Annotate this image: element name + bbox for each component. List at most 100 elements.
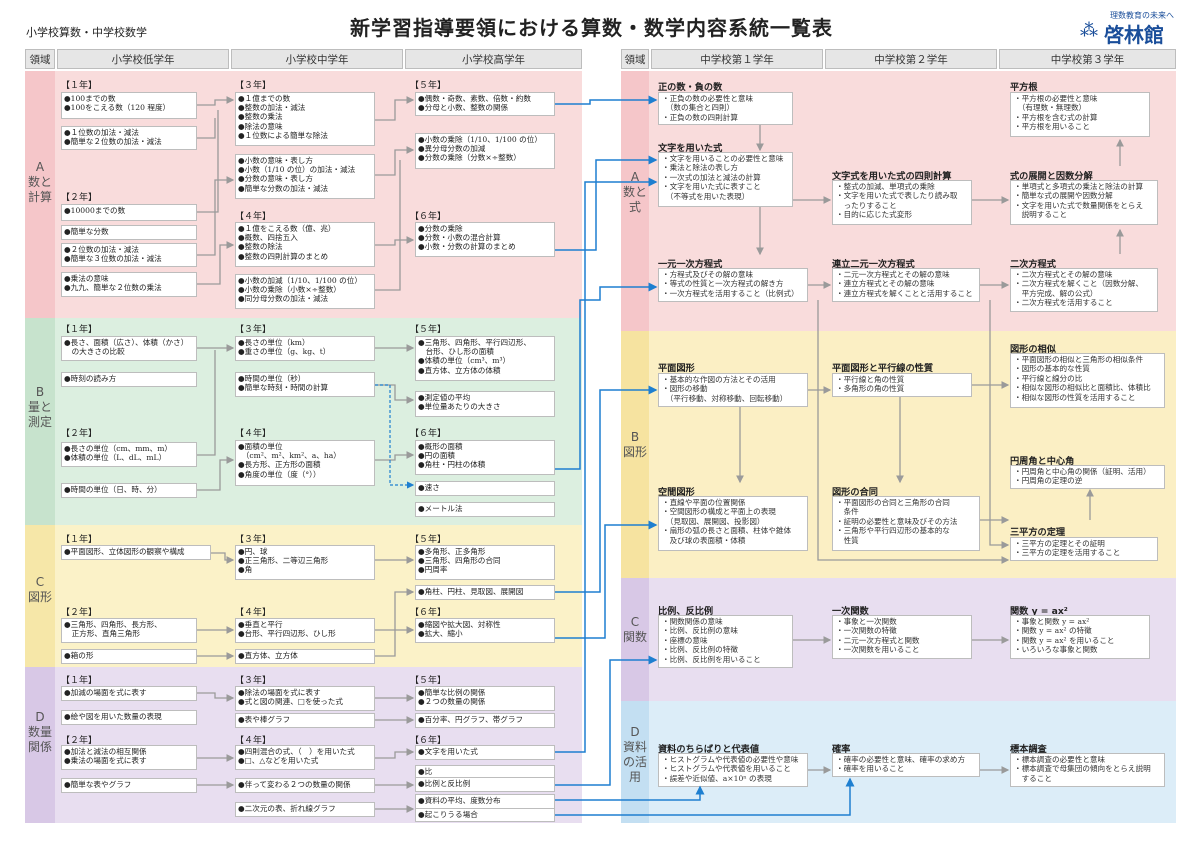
content-box: ●円、球 ●正三角形、二等辺三角形 ●角 [235, 545, 375, 580]
area-jc-label: C 関数 [622, 615, 647, 644]
jr-content: ・基本的な作図の方法とその活用 ・図形の移動 （平行移動、対称移動、回転移動） [658, 373, 808, 407]
area-d-label: D 数量関係 [27, 710, 52, 754]
grade-label: 【６年】 [410, 212, 447, 222]
content-box: ●長さの単位（cm、mm、m） ●体積の単位（L、dL、mL） [61, 442, 197, 467]
content-box: ●面積の単位 （cm²、m²、km²、a、ha） ●長方形、正方形の面積 ●角度… [235, 440, 375, 486]
dashed-connector [375, 384, 415, 489]
col-mid: 小学校中学年 [231, 49, 403, 69]
content-box: ●小数の意味・表し方 ●小数（1/10 の位）の加法・減法 ●分数の意味・表し方… [235, 154, 375, 199]
content-box: ●小数の乗除（1/10、1/100 の位） ●異分母分数の加減 ●分数の乗除（分… [415, 133, 555, 169]
grade-label: 【２年】 [61, 608, 98, 618]
grade-label: 【２年】 [61, 736, 98, 746]
content-box: ●10000までの数 [61, 204, 197, 221]
area-jd-label: D 資料の活用 [622, 725, 647, 784]
content-box: ●起こりうる場合 [415, 808, 555, 822]
grade-label: 【１年】 [61, 535, 98, 545]
content-box: ●直方体、立方体 [235, 649, 375, 664]
content-box: ●絵や図を用いた数量の表現 [61, 710, 197, 725]
strip-c [25, 525, 55, 667]
jr-content: ・平行線と角の性質 ・多角形の角の性質 [832, 373, 972, 397]
jr-heading: 関数 y = ax² [1010, 606, 1068, 617]
col-high: 小学校高学年 [405, 49, 582, 69]
jr-heading: 連立二元一次方程式 [832, 259, 915, 270]
brand-name: 啓林館 [1104, 23, 1164, 47]
jr-content: ・直線や平面の位置関係 ・空間図形の構成と平面上の表現 （見取図、展開図、投影図… [658, 496, 808, 551]
jr-content: ・ヒストグラムや代表値の必要性や意味 ・ヒストグラムや代表値を用いること ・誤差… [658, 753, 808, 787]
content-box: ●伴って変わる２つの数量の関係 [235, 778, 375, 793]
grade-label: 【４年】 [235, 429, 272, 439]
jr-heading: 確率 [832, 744, 851, 755]
jr-heading: 資料のちらばりと代表値 [658, 744, 760, 755]
content-box: ●箱の形 [61, 649, 197, 664]
grade-label: 【６年】 [410, 608, 447, 618]
jr-content: ・平面図形の相似と三角形の相似条件 ・図形の基本的な性質 ・平行線と線分の比 ・… [1010, 353, 1165, 408]
brand-logo: ⁂ [1080, 20, 1098, 41]
jr-heading: 文字式を用いた式の四則計算 [832, 171, 952, 182]
grade-label: 【３年】 [235, 535, 272, 545]
grade-label: 【５年】 [410, 325, 447, 335]
content-box: ●長さ、面積（広さ）、体積（かさ） の大きさの比較 [61, 336, 197, 361]
content-box: ●百分率、円グラフ、帯グラフ [415, 713, 555, 728]
col-low: 小学校低学年 [57, 49, 229, 69]
content-box: ●簡単な表やグラフ [61, 778, 197, 793]
jr-content: ・正負の数の必要性と意味 （数の集合と四則） ・正負の数の四則計算 [658, 92, 793, 125]
jr-content: ・平方根の必要性と意味 （有理数・無理数） ・平方根を含む式の計算 ・平方根を用… [1010, 92, 1150, 137]
jr-content: ・事象と一次関数 ・一次関数の特徴 ・二元一次方程式と関数 ・一次関数を用いるこ… [832, 615, 972, 659]
jr-heading: 三平方の定理 [1010, 527, 1066, 538]
blue-connectors [555, 95, 855, 816]
col-domain: 領域 [25, 49, 55, 69]
grade-label: 【１年】 [61, 81, 98, 91]
content-box: ●速さ [415, 481, 555, 496]
content-box: ●除法の場面を式に表す ●式と図の関連、□を使った式 [235, 686, 375, 711]
content-box: ●時刻の読み方 [61, 372, 197, 387]
area-b-label: B 量と測定 [27, 385, 52, 429]
jr-heading: 正の数・負の数 [658, 82, 723, 93]
content-box: ●簡単な比例の関係 ●２つの数量の関係 [415, 686, 555, 711]
content-box: ●二次元の表、折れ線グラフ [235, 802, 375, 817]
strip-jc [621, 578, 649, 701]
jr-content: ・事象と関数 y = ax² ・関数 y = ax² の特徴 ・関数 y = a… [1010, 615, 1150, 659]
content-box: ●概形の面積 ●円の面積 ●角柱・円柱の体積 [415, 440, 555, 475]
grade-label: 【５年】 [410, 676, 447, 686]
content-box: ●表や棒グラフ [235, 713, 375, 728]
grade-label: 【４年】 [235, 736, 272, 746]
content-box: ●時間の単位（秒） ●簡単な時刻・時間の計算 [235, 372, 375, 397]
content-box: ●分数の乗除 ●分数・小数の混合計算 ●小数・分数の計算のまとめ [415, 222, 555, 257]
content-box: ●多角形、正多角形 ●三角形、四角形の合同 ●円周率 [415, 545, 555, 580]
col-j2: 中学校第２学年 [825, 49, 997, 69]
grade-label: 【６年】 [410, 736, 447, 746]
brand-tag: 理数教育の未来へ [1110, 11, 1174, 20]
jr-heading: 文字を用いた式 [658, 143, 723, 154]
content-box: ●時間の単位（日、時、分） [61, 483, 197, 498]
grade-label: 【６年】 [410, 429, 447, 439]
content-box: ●100までの数 ●100をこえる数（120 程度） [61, 92, 197, 119]
content-box: ●小数の加減（1/10、1/100 の位） ●小数の乗除（小数×÷整数） ●同分… [235, 274, 375, 309]
content-box: ●１億までの数 ●整数の加法・減法 ●整数の乗法 ●除法の意味 ●１位数による簡… [235, 92, 375, 146]
jr-heading: 式の展開と因数分解 [1010, 171, 1093, 182]
content-box: ●加減の場面を式に表す [61, 686, 197, 701]
grade-label: 【１年】 [61, 676, 98, 686]
jr-content: ・関数関係の意味 ・比例、反比例の意味 ・座標の意味 ・比例、反比例の特徴 ・比… [658, 615, 793, 668]
page-title: 新学習指導要領における算数・数学内容系統一覧表 [350, 16, 833, 40]
content-box: ●四則混合の式、（ ）を用いた式 ●□、△などを用いた式 [235, 745, 375, 770]
content-box: ●比例と反比例 [415, 777, 555, 792]
jr-content: ・二元一次方程式とその解の意味 ・連立方程式とその解の意味 ・連立方程式を解くこ… [832, 268, 980, 302]
jr-heading: 平面図形 [658, 363, 695, 374]
subtitle: 小学校算数・中学校数学 [26, 26, 147, 39]
content-box: ●２位数の加法・減法 ●簡単な３位数の加法・減法 [61, 243, 197, 267]
grade-label: 【３年】 [235, 325, 272, 335]
content-box: ●文字を用いた式 [415, 745, 555, 760]
grade-label: 【３年】 [235, 81, 272, 91]
content-box: ●簡単な分数 [61, 225, 197, 240]
grade-label: 【３年】 [235, 676, 272, 686]
area-c-label: C 図形 [27, 575, 52, 604]
col-j1: 中学校第１学年 [651, 49, 823, 69]
col-j3: 中学校第３学年 [999, 49, 1176, 69]
jr-heading: 二次方程式 [1010, 259, 1056, 270]
jr-heading: 標本調査 [1010, 744, 1047, 755]
content-box: ●偶数・奇数、素数、倍数・約数 ●分母と小数、整数の関係 [415, 92, 555, 116]
grade-label: 【４年】 [235, 212, 272, 222]
grade-label: 【２年】 [61, 193, 98, 203]
content-box: ●１位数の加法・減法 ●簡単な２位数の加法・減法 [61, 126, 197, 150]
